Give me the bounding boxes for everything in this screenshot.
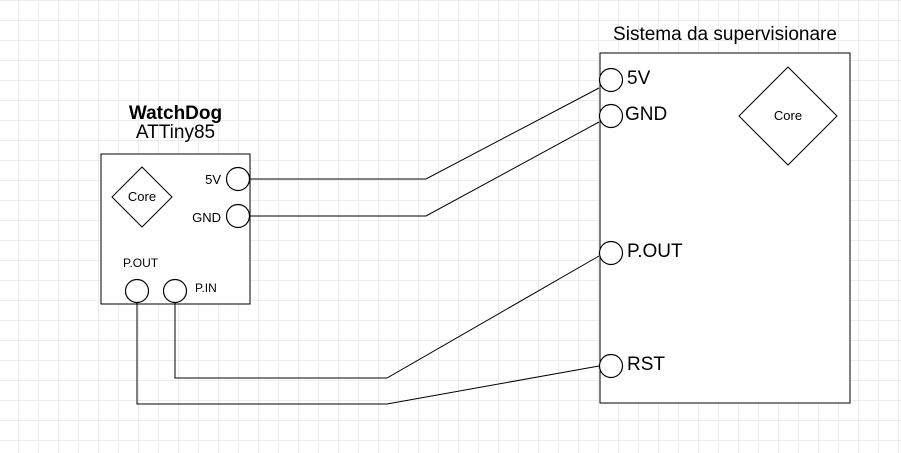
watchdog-gnd-pin [225, 203, 251, 229]
watchdog-core-label: Core [127, 189, 157, 204]
system-5v-pin [598, 67, 624, 93]
watchdog-subtitle: ATTiny85 [135, 122, 216, 143]
watchdog-title: WatchDog [128, 103, 223, 124]
wire-pout-to-rst [136, 303, 600, 405]
watchdog-gnd-label: GND [192, 210, 221, 225]
watchdog-pout-pin [124, 278, 150, 304]
system-pout-pin [598, 240, 624, 266]
system-title: Sistema da supervisionare [613, 24, 837, 45]
watchdog-pin-pin [162, 278, 188, 304]
system-rst-pin [598, 353, 624, 379]
watchdog-pout-label: P.OUT [123, 256, 159, 270]
wire-5v [250, 87, 600, 180]
system-5v-label: 5V [627, 68, 651, 89]
watchdog-pin-label: P.IN [195, 281, 217, 295]
system-pout-label: P.OUT [627, 241, 683, 262]
system-core-diamond [738, 66, 838, 166]
system-gnd-pin [598, 103, 624, 129]
system-gnd-label: GND [625, 104, 668, 125]
watchdog-core-diamond [111, 166, 173, 228]
wire-gnd [250, 121, 600, 217]
watchdog-5v-pin [225, 166, 251, 192]
system-core-label: Core [773, 108, 803, 123]
wire-pin-to-pout [174, 255, 600, 379]
system-rst-label: RST [627, 354, 665, 375]
watchdog-5v-label: 5V [205, 172, 221, 187]
